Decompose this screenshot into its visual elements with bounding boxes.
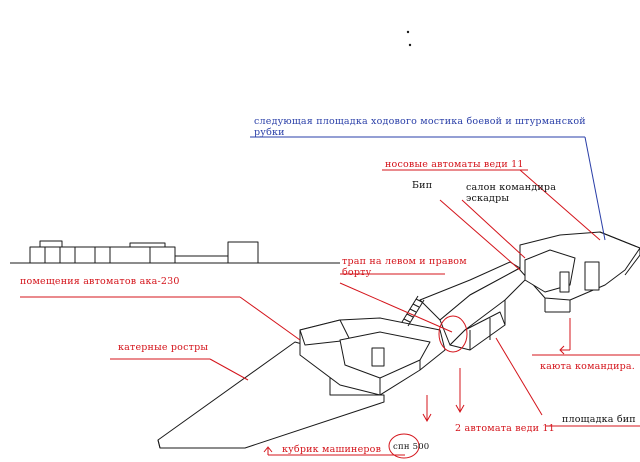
label-ladder: трап на левом и правом	[342, 256, 467, 267]
annotation-lines	[20, 136, 640, 459]
ladder	[401, 295, 425, 327]
label-ladder-cont: борту	[342, 267, 372, 278]
label-bow-guns: носовые автоматы веди 11	[385, 159, 524, 170]
distant-ship-profile	[10, 240, 340, 264]
label-salon-cont: эскадры	[466, 193, 509, 204]
mast-dots	[406, 30, 412, 47]
label-two-guns: 2 автомата веди 11	[455, 423, 555, 434]
aft-gun-block	[299, 317, 446, 396]
label-mechanics-cabin: кубрик машинеров	[282, 444, 381, 455]
label-cabin: каюта командира.	[540, 361, 635, 372]
label-boat-rostra: катерные ростры	[118, 342, 208, 353]
fore-bridge-block	[519, 231, 640, 313]
label-bip: Бип	[412, 180, 432, 191]
label-bip-platform: площадка бип	[562, 414, 636, 425]
midship-passage	[419, 261, 531, 351]
label-salon: салон командира	[466, 182, 556, 193]
label-gun-rooms: помещения автоматов ака-230	[20, 276, 180, 287]
label-next-platform-cont: рубки	[254, 127, 285, 138]
label-spn: спн 500	[393, 442, 429, 452]
label-next-platform: следующая площадка ходового мостика боев…	[254, 116, 586, 127]
